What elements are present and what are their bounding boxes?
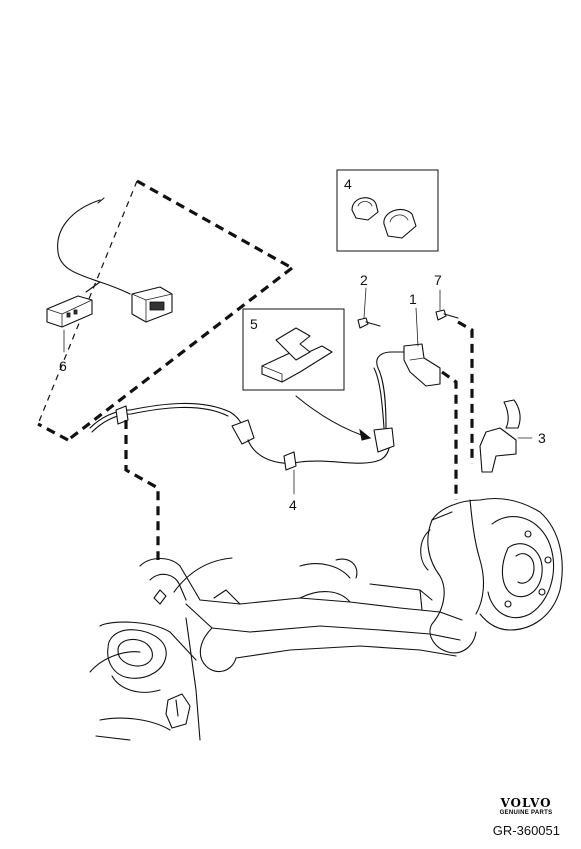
- callout-1: 1: [409, 291, 417, 307]
- bracket-part-3: [479, 399, 533, 473]
- arrow-head-part-5: [359, 428, 372, 441]
- callout-2: 2: [360, 272, 368, 288]
- callout-6: 6: [59, 358, 67, 374]
- hub-knuckle-assembly: [420, 497, 563, 654]
- brand-logo: VOLVO: [500, 796, 552, 810]
- inset-box-part-4: [336, 169, 439, 252]
- callout-4-box: 4: [344, 176, 352, 192]
- callout-3: 3: [538, 430, 546, 446]
- callout-5-box: 5: [250, 316, 258, 332]
- bolt-part-7: [435, 289, 459, 321]
- sensor-head-part-1: [403, 307, 441, 387]
- brand-subtitle: GENUINE PARTS: [499, 810, 553, 816]
- sensor-cable-part-6: [46, 197, 173, 328]
- bolt-part-2: [357, 287, 381, 329]
- inset-box-part-5: [242, 308, 345, 391]
- inset-part-6: [37, 179, 293, 442]
- guide-lines: [124, 320, 474, 560]
- arrow-part-5: [295, 395, 371, 439]
- callout-7: 7: [434, 272, 442, 288]
- callout-4: 4: [289, 497, 297, 513]
- abs-sensor-cable: [89, 351, 405, 471]
- diagram-reference: GR-360051: [492, 823, 560, 838]
- leader-lines: [63, 329, 295, 495]
- subframe: [89, 557, 463, 741]
